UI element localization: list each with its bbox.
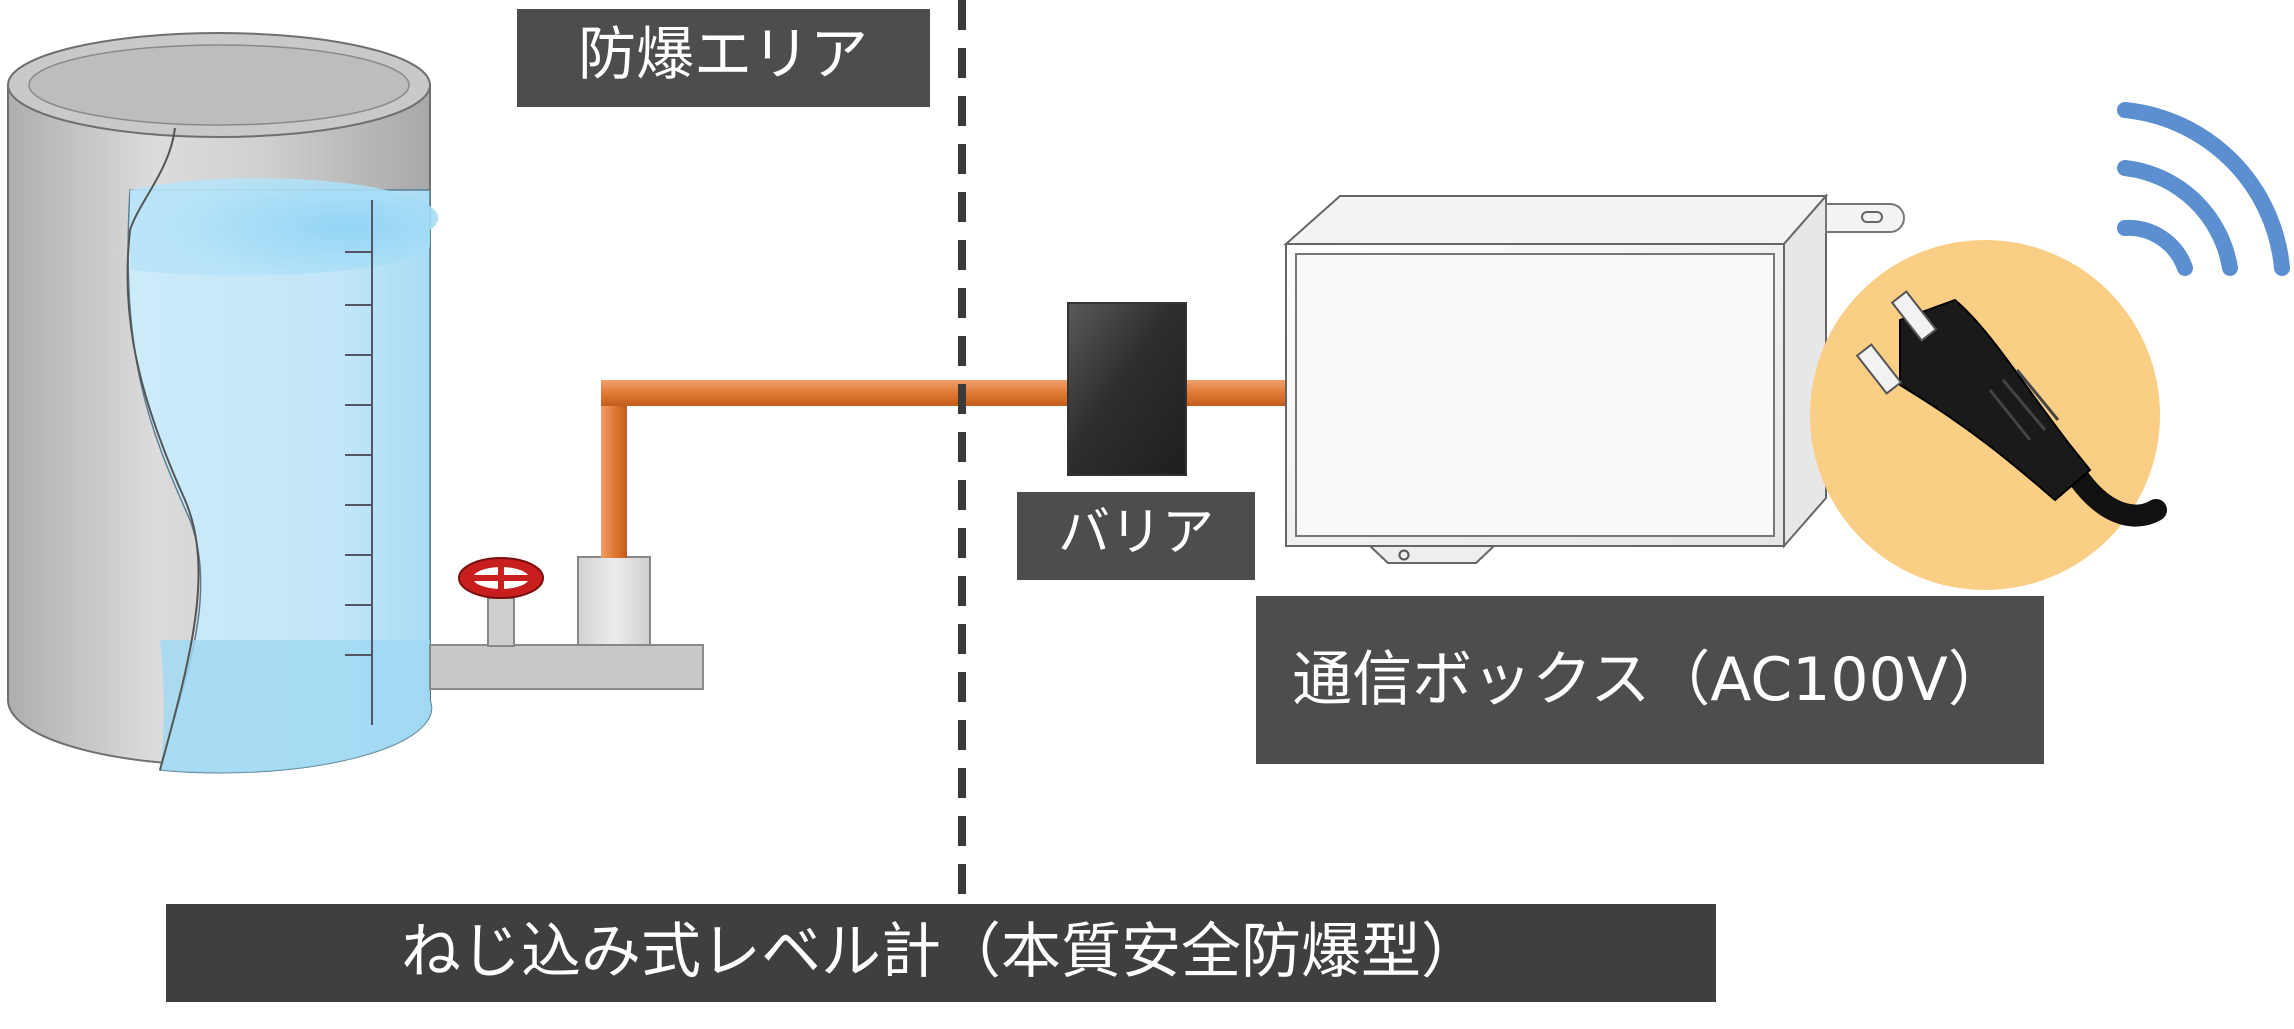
explosion-area-label: 防爆エリア bbox=[517, 9, 930, 107]
svg-text:バリア: バリア bbox=[1058, 503, 1214, 563]
svg-text:防爆エリア: 防爆エリア bbox=[578, 20, 868, 88]
signal-cable bbox=[601, 380, 1290, 558]
communication-box-label: 通信ボックス（AC100V） bbox=[1256, 596, 2044, 764]
wifi-icon bbox=[2117, 102, 2290, 276]
barrier-icon bbox=[1067, 302, 1187, 476]
svg-text:ねじ込み式レベル計（本質安全防爆型）: ねじ込み式レベル計（本質安全防爆型） bbox=[401, 917, 1481, 987]
valve-icon bbox=[458, 557, 544, 647]
tank-icon bbox=[7, 32, 439, 774]
barrier-label: バリア bbox=[1017, 492, 1255, 580]
level-meter-label: ねじ込み式レベル計（本質安全防爆型） bbox=[166, 904, 1716, 1002]
communication-box-icon bbox=[1283, 193, 1905, 564]
sensor-head bbox=[577, 556, 651, 646]
svg-text:通信ボックス（AC100V）: 通信ボックス（AC100V） bbox=[1292, 645, 2008, 715]
flange-pipe bbox=[429, 644, 704, 690]
power-plug-icon bbox=[1810, 240, 2167, 590]
